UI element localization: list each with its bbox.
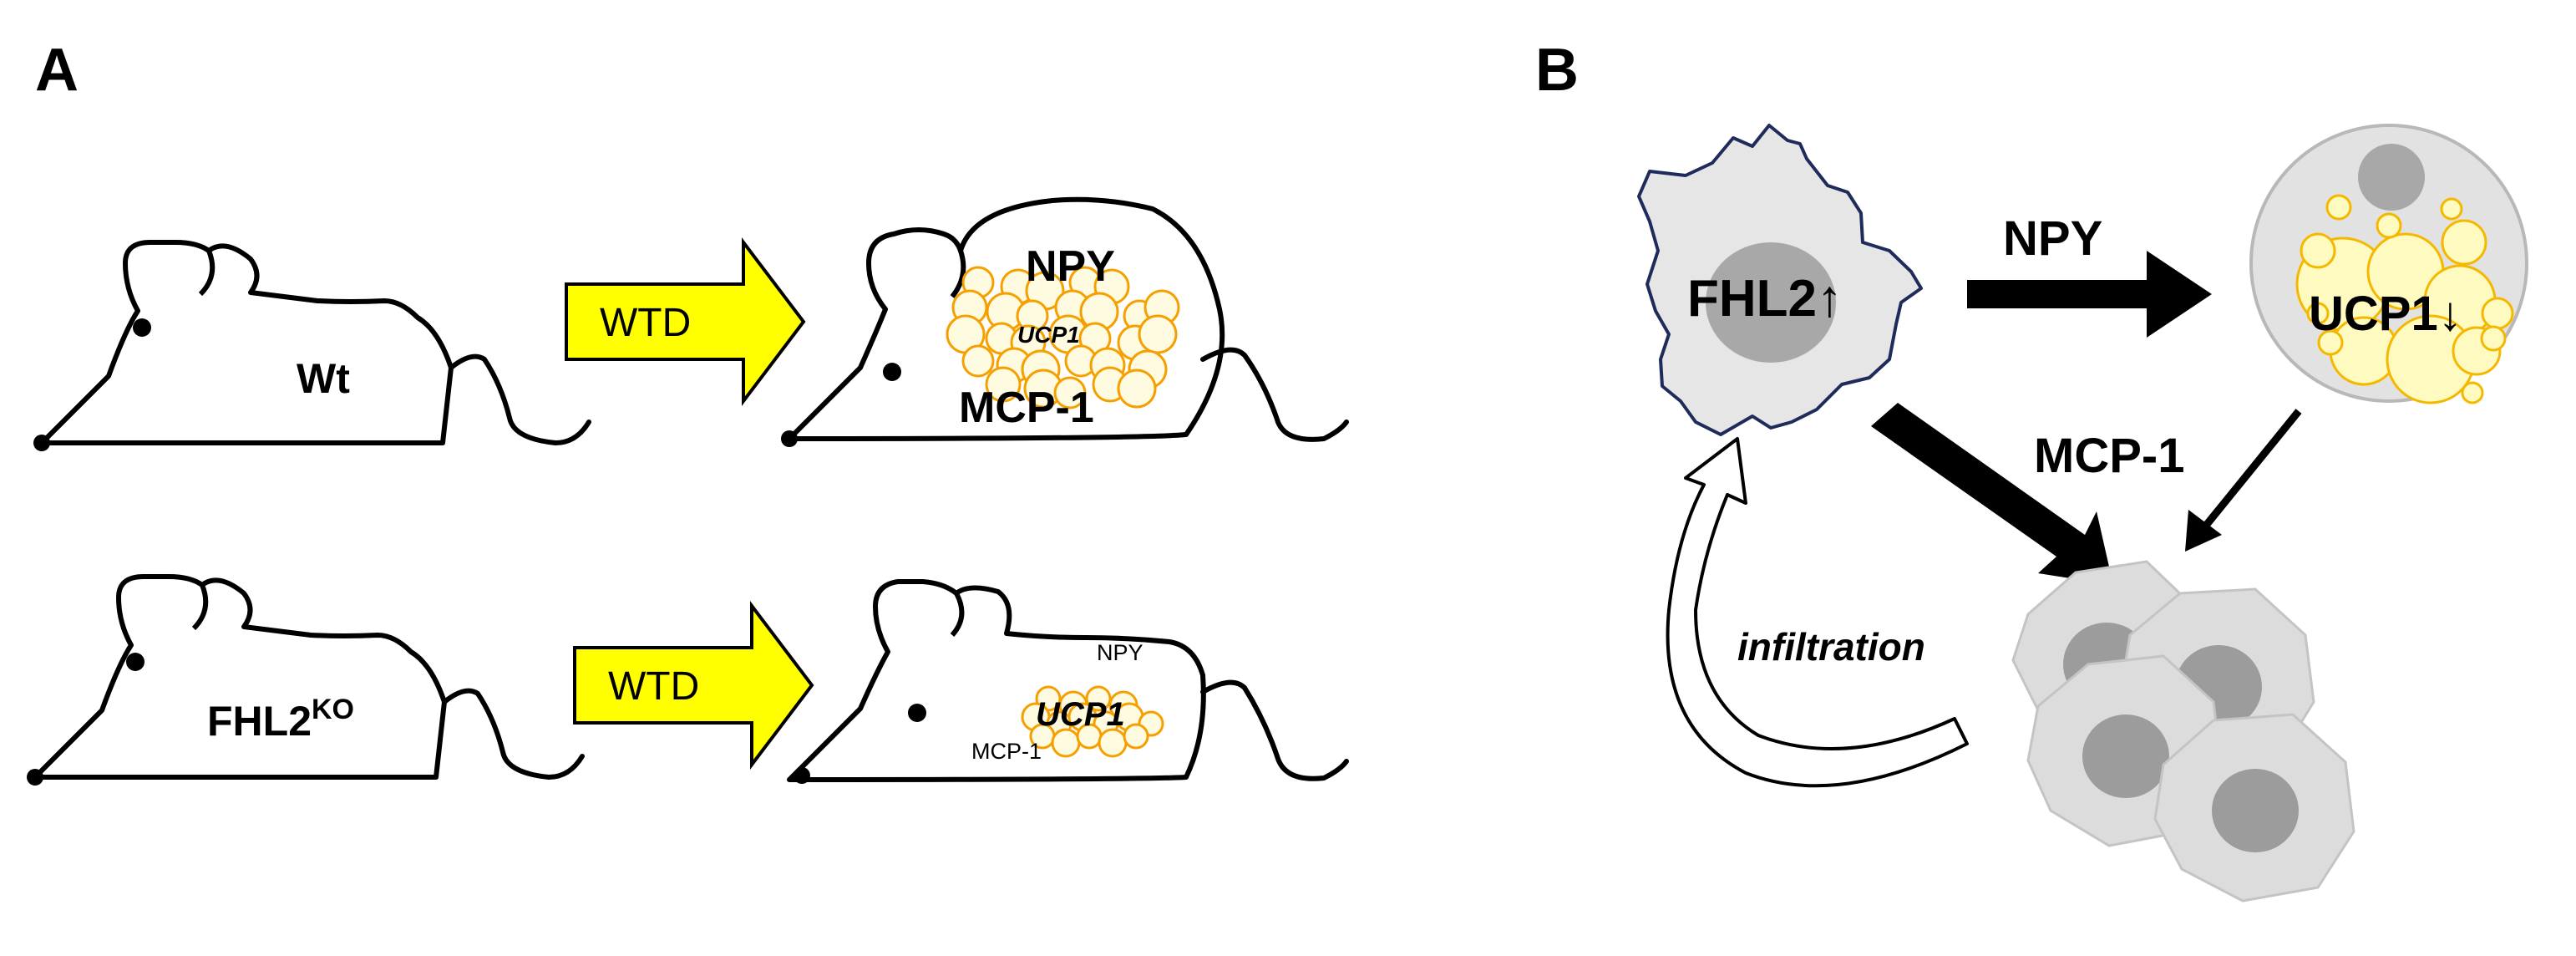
- fat-cell-small-12: [1051, 728, 1081, 758]
- fat-cell-large-20: [961, 344, 995, 378]
- lipid-droplet-7: [2300, 232, 2336, 269]
- fat-cell-large-28: [1053, 376, 1087, 409]
- macrophage-label: FHL2↑: [1687, 270, 1843, 328]
- lipid-droplet-11: [2376, 212, 2402, 239]
- lipid-droplets: [2295, 194, 2514, 404]
- fat-cell-cluster-large: [946, 266, 1180, 409]
- npy-arrow-label: NPY: [2003, 211, 2102, 266]
- fhl2ko-mouse-label-main: FHL2: [207, 698, 312, 745]
- wtd-arrow-1: [565, 237, 806, 406]
- wtd-arrow-2: [573, 601, 814, 770]
- lean-mouse: [787, 579, 1349, 784]
- fat-cell-cluster-small: [1021, 685, 1164, 758]
- fat-cell-large-19: [1138, 314, 1178, 354]
- adipocyte-label: UCP1↓: [2309, 287, 2462, 341]
- macrophage-cell: [1637, 124, 1923, 436]
- lipid-droplet-16: [2306, 302, 2330, 325]
- mcp1-label-1: MCP-1: [959, 384, 1094, 432]
- fhl2ko-mouse: [27, 577, 582, 786]
- mcp1-arrow-label: MCP-1: [2034, 429, 2184, 483]
- lipid-droplet-12: [2325, 194, 2352, 221]
- wtd-arrow-2-label: WTD: [608, 664, 699, 709]
- fat-cell-small-15: [1123, 723, 1149, 750]
- ucp1-label-1: UCP1: [1017, 322, 1080, 348]
- fhl2ko-mouse-label: FHL2KO: [207, 694, 354, 745]
- infiltration-arrow: [1666, 437, 1969, 788]
- adipocyte-to-immune-arrow: [2185, 409, 2302, 552]
- mcp1-arrow-thick: [1871, 403, 2113, 585]
- lipid-droplet-15: [2480, 325, 2507, 352]
- lipid-droplet-10: [2317, 329, 2344, 356]
- wt-mouse-label: Wt: [297, 355, 350, 402]
- wt-mouse: [33, 242, 589, 451]
- immune-cell-4: [2153, 713, 2355, 903]
- fat-cell-large-30: [1117, 369, 1157, 409]
- panel-a-label: A: [35, 37, 79, 104]
- fhl2ko-mouse-label-sup: KO: [312, 694, 354, 725]
- ucp1-label-2: UCP1: [1036, 696, 1125, 733]
- obese-mouse: [781, 196, 1349, 447]
- mcp1-label-2: MCP-1: [971, 739, 1042, 764]
- infiltration-label: infiltration: [1737, 625, 1925, 669]
- fat-cell-large-26: [985, 366, 1022, 403]
- lipid-droplet-14: [2461, 381, 2484, 404]
- fat-cell-small-3: [1085, 685, 1112, 712]
- panel-b-label: B: [1535, 37, 1579, 104]
- lipid-droplet-13: [2440, 197, 2463, 221]
- npy-label-1: NPY: [1026, 242, 1115, 291]
- npy-arrow: [1967, 251, 2212, 338]
- lipid-droplet-8: [2441, 219, 2487, 266]
- lipid-droplet-9: [2481, 297, 2514, 330]
- fat-cell-small-14: [1098, 728, 1128, 758]
- npy-label-2: NPY: [1097, 640, 1143, 665]
- wtd-arrow-1-label: WTD: [600, 301, 691, 345]
